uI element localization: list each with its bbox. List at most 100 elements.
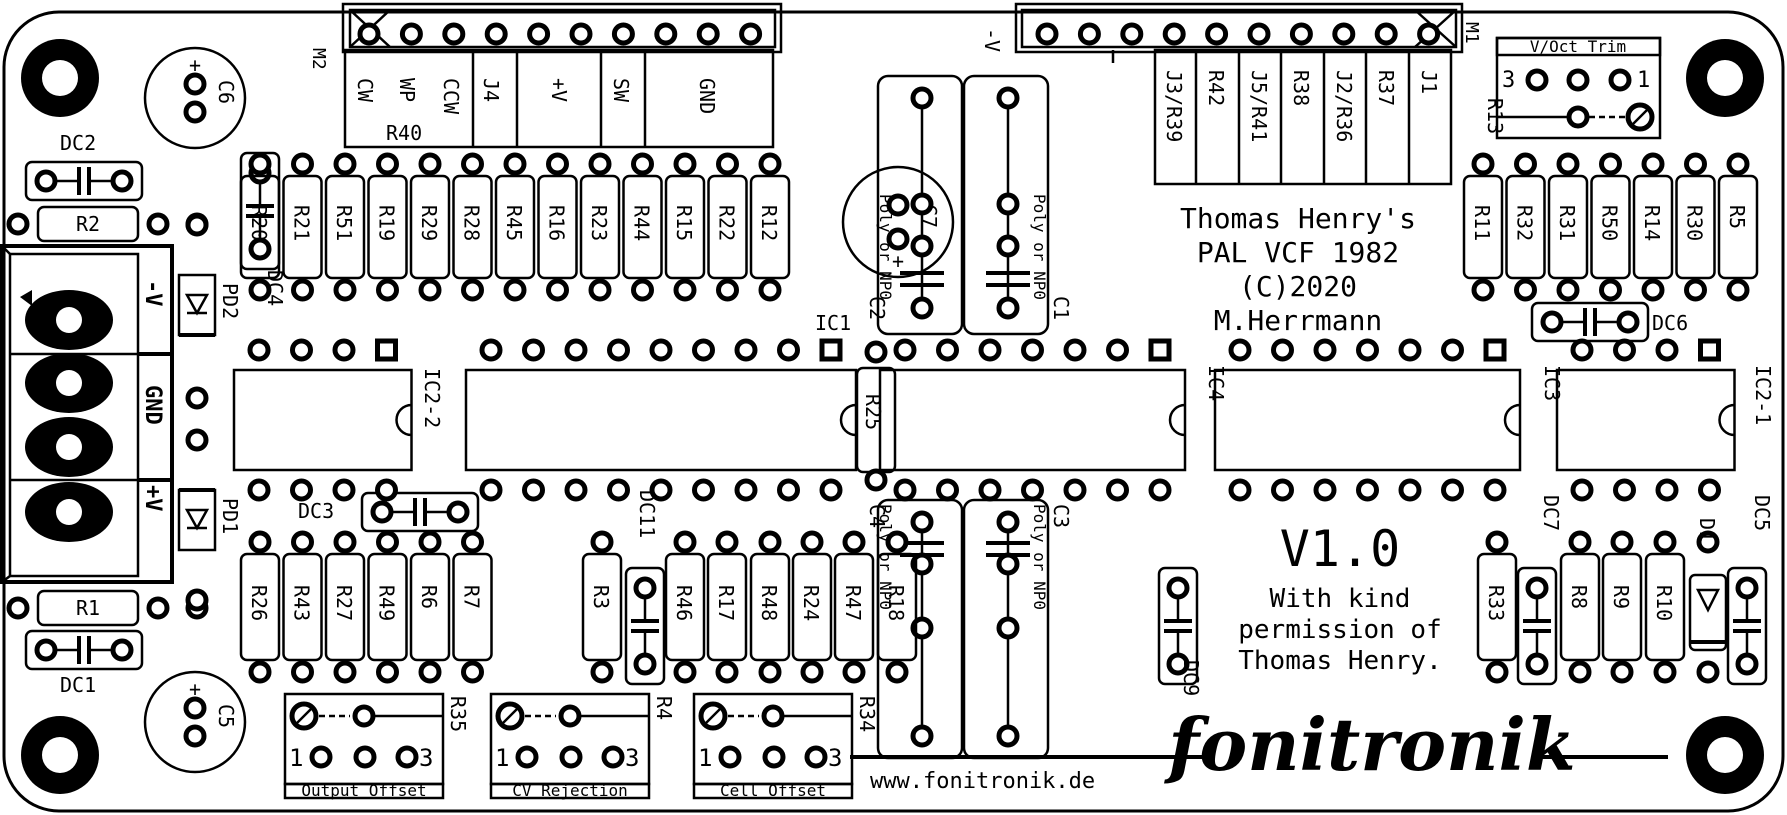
pad	[696, 22, 720, 46]
resistor: R33	[1476, 530, 1518, 684]
pad	[376, 278, 399, 302]
pad	[34, 169, 58, 193]
pad	[1063, 478, 1087, 502]
pad	[1556, 152, 1580, 176]
power-pin-label: GND	[140, 385, 165, 425]
electrolytic-cap: C6+	[143, 46, 247, 150]
resistor-ref: R48	[757, 585, 781, 621]
cap-ref: DC3	[298, 499, 334, 523]
ic-footprint: IC1	[464, 311, 858, 502]
pad	[1332, 22, 1356, 46]
resistor: R31	[1547, 152, 1589, 302]
resistor: R27	[324, 530, 366, 684]
resistor: R22	[707, 152, 748, 302]
pad	[546, 152, 569, 176]
pad	[996, 552, 1020, 576]
pad	[333, 660, 357, 684]
title-line-3: (C)2020	[1239, 270, 1357, 303]
diode: PD2	[177, 213, 242, 337]
film-cap-ref: C3	[1049, 504, 1073, 528]
pad	[910, 234, 934, 258]
pad	[654, 22, 678, 46]
footer: www.fonitronik.de fonitronik	[850, 702, 1668, 794]
pad	[1613, 338, 1636, 362]
resistor-ref: R25	[861, 394, 885, 430]
power-pin-label: -V	[140, 280, 165, 307]
pad	[936, 338, 959, 362]
pad	[1613, 478, 1636, 502]
trimmer-pin: 3	[828, 744, 842, 772]
pad	[758, 660, 782, 684]
resistor-ref: R18	[884, 585, 908, 621]
trimmer-pin: 1	[495, 744, 509, 772]
resistor-ref: R24	[799, 585, 823, 621]
resistor: R3	[581, 530, 623, 684]
cap-ref: DC6	[1652, 311, 1688, 335]
pad	[1684, 152, 1707, 176]
pad	[370, 500, 394, 524]
pad	[1616, 310, 1640, 334]
pad	[910, 296, 934, 320]
trimmer-r13	[1495, 36, 1662, 140]
resistor: R20	[239, 152, 281, 302]
resistor-ref: R11	[1470, 205, 1494, 241]
resistor-ref: R8	[1567, 585, 1591, 609]
ic-footprint: IC2-1	[1555, 338, 1775, 502]
pad	[590, 660, 614, 684]
pad	[1570, 338, 1594, 362]
resistor-ref: R7	[460, 585, 484, 609]
ceramic-cap: DC7	[1516, 495, 1563, 686]
resistor-ref: R1	[76, 596, 100, 620]
film-cap-ref: C1	[1049, 296, 1073, 320]
resistor-ref: R15	[672, 205, 696, 241]
resistor: R43	[282, 530, 323, 684]
pad	[758, 530, 782, 554]
pad	[893, 338, 917, 362]
pad	[1568, 530, 1592, 554]
electrolytic-cap: C5+	[143, 670, 247, 774]
pad	[1205, 22, 1229, 46]
title-block: Thomas Henry's PAL VCF 1982 (C)2020 M.He…	[1180, 202, 1416, 337]
pad	[1228, 338, 1252, 362]
resistor-ref: R3	[589, 585, 613, 609]
cap-ref: DC1	[60, 673, 96, 697]
pad	[247, 338, 271, 362]
pad	[1247, 22, 1271, 46]
pad	[146, 212, 170, 236]
ic-ref: IC2-1	[1751, 365, 1775, 425]
pad	[569, 22, 593, 46]
pad	[291, 530, 314, 554]
pad	[185, 386, 209, 410]
pad	[185, 213, 209, 237]
resistor-ref: R45	[502, 205, 526, 241]
cap-ref: DC5	[1750, 495, 1774, 531]
pad	[446, 500, 470, 524]
resistor: R21	[282, 152, 323, 302]
resistor: R23	[579, 152, 621, 302]
resistor: R28	[452, 152, 493, 302]
pad	[332, 338, 356, 362]
film-cap-note: Poly or NP0	[876, 504, 895, 610]
pad	[527, 22, 551, 46]
ic-ref: IC2-2	[420, 368, 444, 428]
pad	[418, 530, 442, 554]
pad	[418, 660, 442, 684]
pad	[461, 660, 484, 684]
resistor: R32	[1505, 152, 1546, 302]
pad	[110, 638, 134, 662]
pad	[1610, 530, 1634, 554]
pad	[819, 478, 843, 502]
pad	[375, 338, 398, 362]
pad	[1641, 152, 1665, 176]
pad	[1063, 338, 1087, 362]
permission-line-2: permission of	[1238, 615, 1442, 645]
resistor-ref: R27	[332, 585, 356, 621]
pad	[290, 478, 313, 502]
pad	[1021, 478, 1044, 502]
power-connector	[0, 244, 174, 584]
version-block: V1.0 With kind permission of Thomas Henr…	[1238, 520, 1442, 676]
pad	[1735, 652, 1759, 676]
pad	[864, 340, 888, 364]
resistor-ref: R28	[460, 205, 484, 241]
